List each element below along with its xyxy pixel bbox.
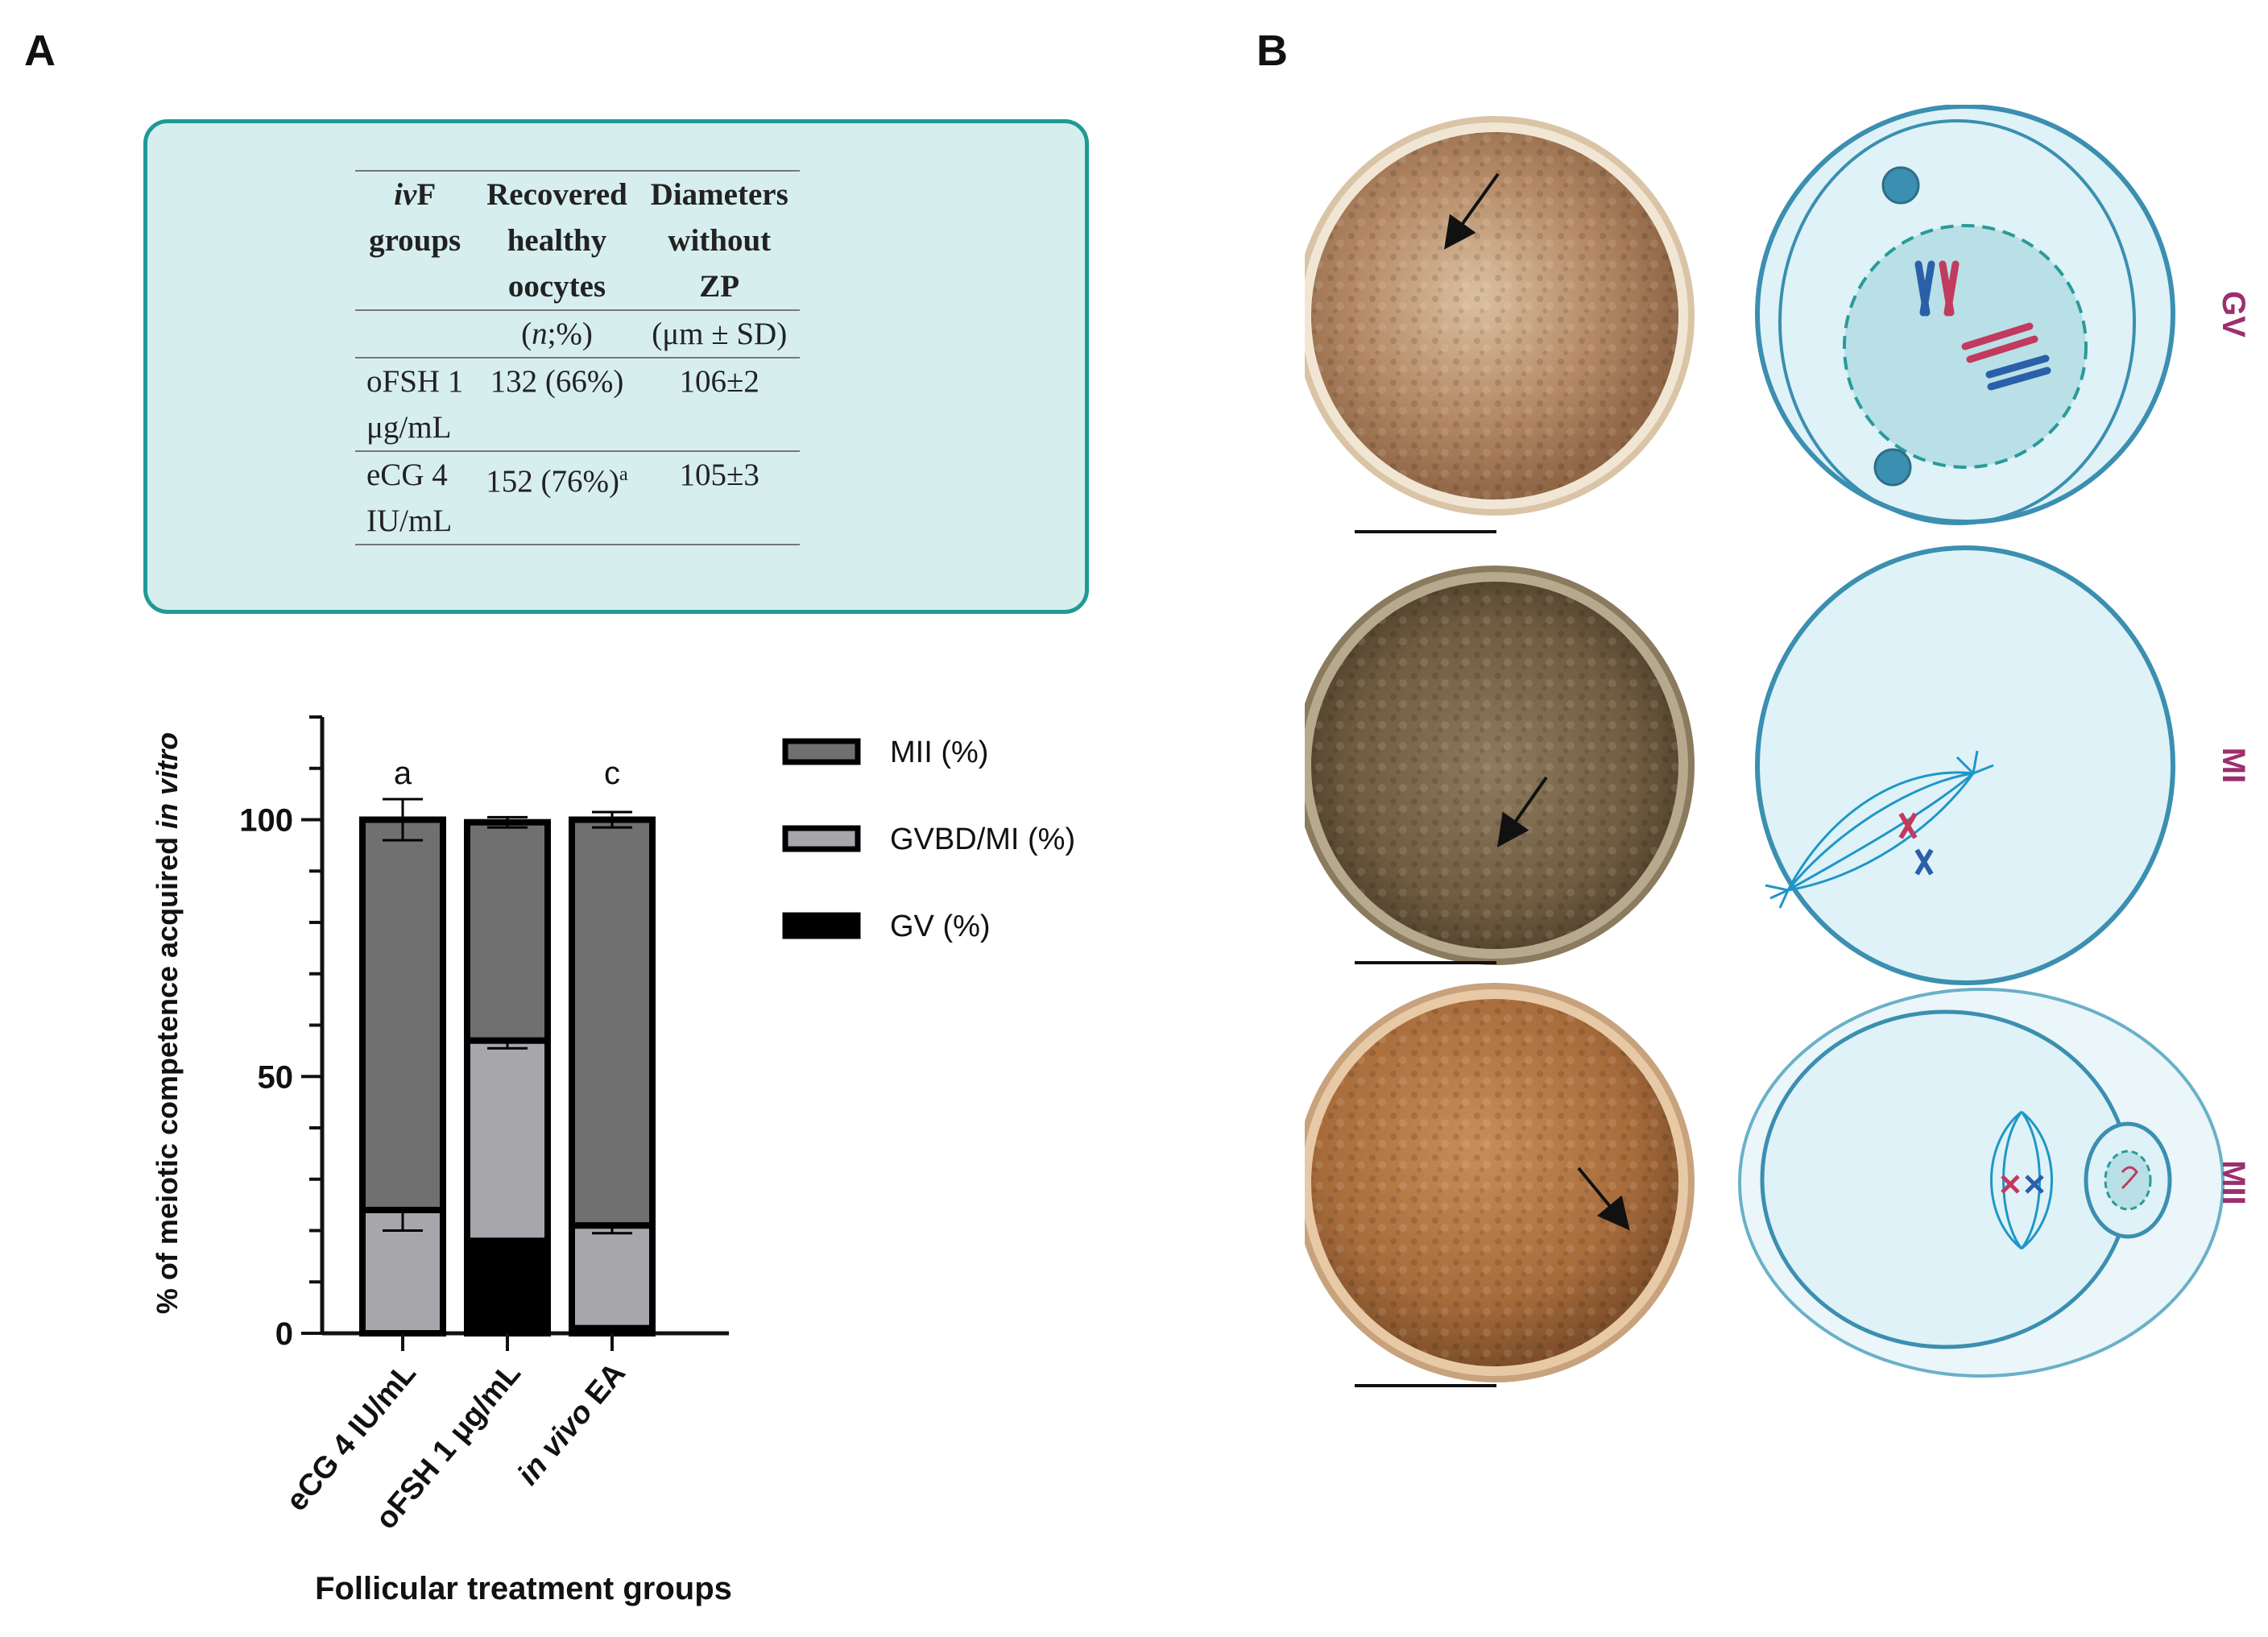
row-ofsh-group: oFSH 1 μg/mL (355, 357, 475, 451)
panel-label-a: A (24, 27, 56, 75)
significance-letter: a (394, 756, 412, 791)
micrograph-gv (1305, 116, 1695, 516)
header-diameter: Diameters without ZP (639, 170, 800, 310)
row-ecg-group-line2: IU/mL (366, 504, 453, 538)
units-recovered-n: n (532, 317, 548, 351)
schematic-oocyte-gv (1755, 105, 2175, 525)
schematic-oocyte-mii (1738, 988, 2225, 1378)
x-axis-label: Follicular treatment groups (315, 1571, 732, 1606)
row-ecg-recovered: 152 (76%)a (474, 450, 639, 545)
bar-segment (359, 816, 446, 1213)
bar-segment (569, 816, 656, 1229)
micrograph-mi-arrow (1497, 776, 1548, 848)
table-box: ivF groups Recovered healthy oocytes Dia… (143, 119, 1089, 614)
row-ecg-group: eCG 4 IU/mL (355, 450, 475, 545)
significance-letter: c (604, 756, 620, 791)
row-ecg-diameter: 105±3 (639, 450, 800, 545)
y-tick-label: 100 (239, 803, 293, 839)
header-group-italic: iv (394, 177, 417, 212)
header-recovered-line1: Recovered (486, 177, 627, 212)
row-ecg-group-line1: eCG 4 (366, 458, 448, 492)
header-group-line2: groups (369, 223, 461, 258)
y-axis-label: % of meiotic competence acquired in vitr… (151, 732, 184, 1314)
stage-label-mi: MI (2216, 748, 2251, 783)
row-ofsh-diameter: 106±2 (639, 357, 800, 451)
bar-segment (464, 1237, 551, 1337)
row-ecg-recovered-sup: a (619, 464, 628, 485)
units-empty (355, 309, 475, 358)
units-recovered-open: ( (521, 317, 532, 351)
units-recovered-rest: ;%) (547, 317, 593, 351)
stage-label-gv: GV (2216, 291, 2251, 338)
row-ofsh-group-line1: oFSH 1 (366, 364, 464, 399)
legend-label: MII (%) (890, 736, 988, 769)
x-category-label: in vivo EA (511, 1357, 632, 1492)
header-recovered-line3: oocytes (507, 269, 606, 304)
header-recovered-line2: healthy (507, 223, 607, 258)
micrograph-gv-arrow (1444, 172, 1500, 250)
chromosomes-gv (1914, 260, 2051, 391)
micrograph-mii (1305, 983, 1695, 1382)
header-recovered: Recovered healthy oocytes (474, 170, 639, 310)
units-diameter: (μm ± SD) (639, 309, 800, 358)
bar-segment (569, 1222, 656, 1332)
ivf-table: ivF groups Recovered healthy oocytes Dia… (355, 170, 800, 545)
legend-label: GVBD/MI (%) (890, 823, 1075, 856)
row-ofsh-recovered: 132 (66%) (474, 357, 639, 451)
row-ofsh-group-line2: μg/mL (366, 410, 452, 445)
header-diameter-line3: ZP (699, 269, 740, 304)
bar-segment (464, 1037, 551, 1245)
legend-swatch (782, 912, 861, 939)
y-tick-label: 0 (275, 1316, 293, 1352)
bar-segment (464, 818, 551, 1044)
header-diameter-line2: without (668, 223, 772, 258)
stage-label-mii: MII (2216, 1160, 2251, 1205)
schematic-oocyte-mi (1755, 545, 2175, 985)
panel-b-figure: GV MI (1305, 105, 2251, 1387)
units-recovered: (n;%) (474, 309, 639, 358)
micrograph-mii-arrow (1577, 1167, 1630, 1231)
y-tick-label: 50 (258, 1059, 294, 1095)
header-group: ivF groups (355, 170, 475, 310)
row-ecg-recovered-value: 152 (76%) (486, 464, 620, 499)
legend-label: GV (%) (890, 910, 991, 943)
header-group-rest: F (416, 177, 437, 212)
micrograph-mi (1305, 566, 1695, 965)
legend-swatch (782, 825, 861, 852)
panel-label-b: B (1256, 27, 1288, 75)
spindle-mi (1765, 750, 1994, 909)
legend-swatch (782, 738, 861, 765)
header-diameter-line1: Diameters (650, 177, 788, 212)
